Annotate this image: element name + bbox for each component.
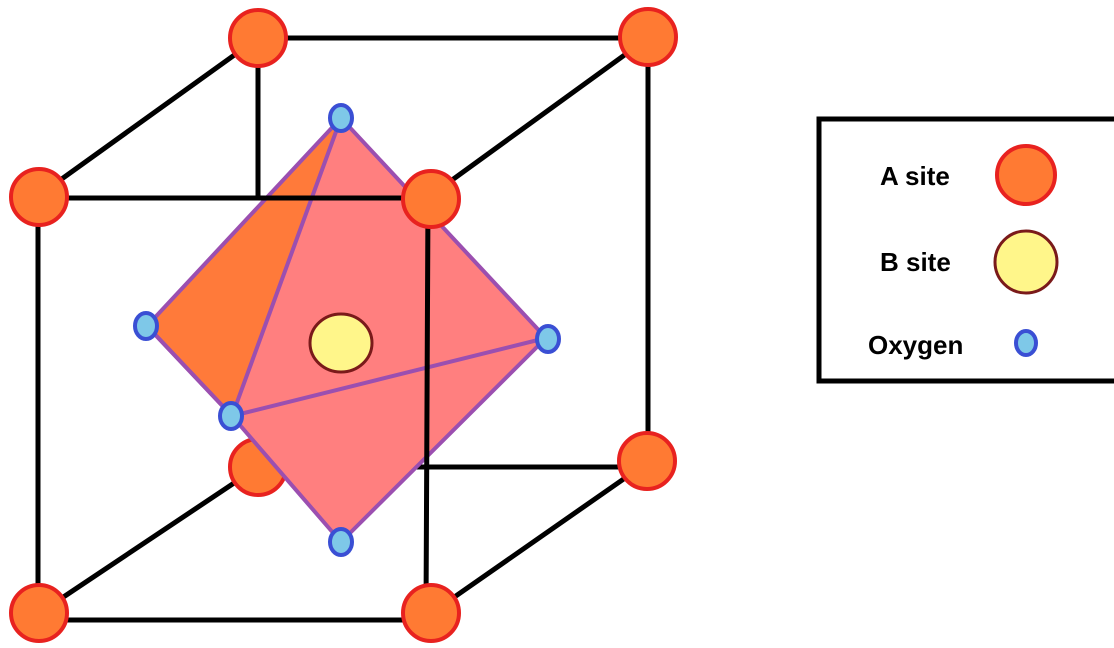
legend-a-site-swatch xyxy=(995,144,1057,206)
cube-depth-edges xyxy=(35,35,651,617)
legend-oxygen-swatch xyxy=(1014,329,1038,357)
cube-edge-front-right xyxy=(423,195,431,615)
a-site-atom-front-top-right xyxy=(401,169,461,229)
legend-label-a-site: A site xyxy=(880,161,950,191)
oxygen-atom-top xyxy=(328,103,354,133)
octahedron-edge-left-to-front xyxy=(145,324,234,418)
a-site-atom-front-bottom-right xyxy=(401,583,461,643)
oxygen-atom-left xyxy=(133,311,159,341)
cube-edge-depth-top-right xyxy=(427,35,651,199)
a-site-atom-front-top-left xyxy=(9,167,69,227)
a-site-atoms xyxy=(9,7,678,643)
octahedron-edge-top-to-front xyxy=(230,117,343,417)
legend-label-oxygen: Oxygen xyxy=(868,330,963,360)
legend-label-b-site: B site xyxy=(880,247,951,277)
cube-edge-depth-bottom-left xyxy=(35,464,261,617)
oxygen-atom-right xyxy=(535,324,561,354)
a-site-atom-back-bottom-right xyxy=(617,431,677,491)
oxygen-atoms xyxy=(133,103,561,557)
legend: A site B site Oxygen xyxy=(816,116,1114,384)
a-site-atom-back-top-left xyxy=(228,8,288,68)
octahedron-back-face xyxy=(147,118,341,416)
legend-b-site-swatch xyxy=(993,229,1059,295)
octahedron-edge-front-to-right xyxy=(231,336,547,418)
octahedron-outline xyxy=(145,116,548,544)
oxygen-atom-bottom xyxy=(328,527,354,557)
octahedron-front-face-lower xyxy=(232,338,546,542)
b-site-atom-center xyxy=(308,312,374,374)
cube-front-edges xyxy=(35,195,433,623)
cube-edge-depth-bottom-right xyxy=(427,459,651,617)
a-site-atom-back-top-right xyxy=(618,7,678,67)
oxygen-atom-front xyxy=(218,401,244,431)
cube-edge-depth-top-left xyxy=(35,35,261,199)
legend-box xyxy=(816,116,1114,384)
a-site-atom-front-bottom-left xyxy=(9,583,69,643)
